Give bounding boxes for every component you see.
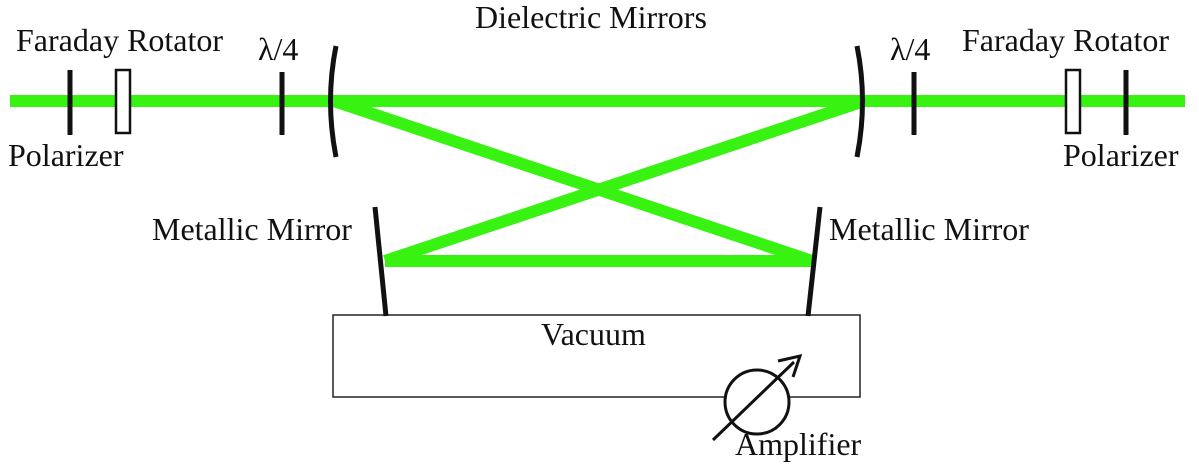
label-vacuum: Vacuum <box>541 316 646 352</box>
cross-beam-2 <box>383 95 866 267</box>
metallic-mirror-left <box>372 206 389 317</box>
amplifier-arrow-shaft <box>711 360 796 442</box>
label-dielectric-mirrors: Dielectric Mirrors <box>475 0 707 35</box>
metallic-mirror-right <box>805 206 823 317</box>
amplifier-symbol <box>723 368 791 436</box>
label-quarter-wave-right: λ/4 <box>890 31 930 67</box>
amplifier-arrow-head-icon <box>777 353 803 378</box>
dielectric-mirror-right <box>854 45 865 158</box>
label-metallic-mirror-right: Metallic Mirror <box>829 211 1029 247</box>
label-faraday-rotator-right: Faraday Rotator <box>962 22 1169 58</box>
label-quarter-wave-left: λ/4 <box>258 31 298 67</box>
label-amplifier: Amplifier <box>735 426 862 462</box>
faraday-rotator-right <box>1064 68 1082 135</box>
label-metallic-mirror-left: Metallic Mirror <box>152 211 352 247</box>
label-polarizer-right: Polarizer <box>1063 137 1179 173</box>
label-faraday-rotator-left: Faraday Rotator <box>16 22 223 58</box>
dielectric-mirror-left <box>328 45 339 158</box>
label-polarizer-left: Polarizer <box>8 137 124 173</box>
cross-beam-1 <box>332 95 814 267</box>
faraday-rotator-left <box>114 68 132 135</box>
